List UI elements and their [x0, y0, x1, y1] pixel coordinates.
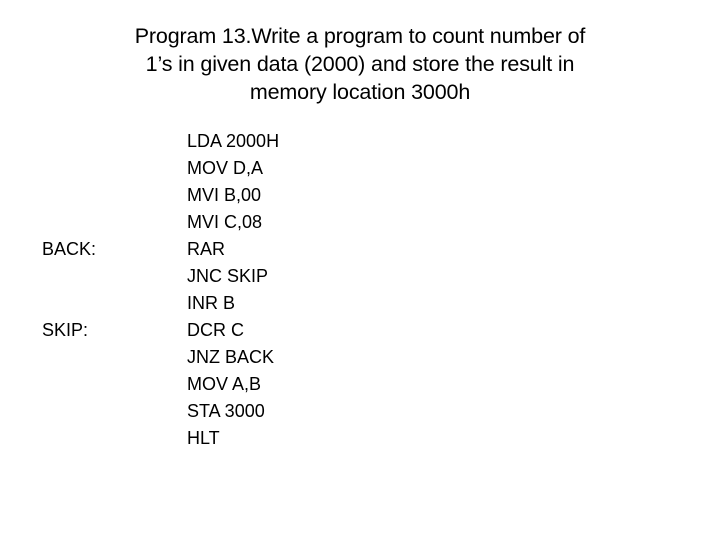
page-title-line-3: memory location 3000h: [249, 80, 471, 104]
code-instruction: JNZ BACK: [187, 347, 275, 367]
page-title-line-2: 1’s in given data (2000) and store the r…: [145, 52, 575, 76]
assembly-code-listing: LDA 2000H MOV D,A MVI B,00 MVI C,08 BACK…: [0, 128, 720, 452]
code-instruction: STA 3000: [187, 401, 265, 421]
code-row: SKIP: DCR C: [0, 317, 720, 344]
code-instruction: DCR C: [187, 320, 244, 340]
page-title: Program 13.Write a program to count numb…: [36, 22, 684, 106]
code-instruction: JNC SKIP: [187, 266, 269, 286]
code-row: INR B: [0, 290, 720, 317]
code-instruction: MOV A,B: [187, 374, 262, 394]
code-row: STA 3000: [0, 398, 720, 425]
page-title-line-1: Program 13.Write a program to count numb…: [134, 24, 586, 48]
code-row: MOV D,A: [0, 155, 720, 182]
code-instruction: MVI B,00: [187, 185, 262, 205]
code-label-back: BACK:: [42, 239, 97, 259]
code-row: LDA 2000H: [0, 128, 720, 155]
code-row: JNZ BACK: [0, 344, 720, 371]
code-instruction: MOV D,A: [187, 158, 264, 178]
code-row: MVI C,08: [0, 209, 720, 236]
code-row: HLT: [0, 425, 720, 452]
code-instruction: MVI C,08: [187, 212, 263, 232]
code-row: BACK: RAR: [0, 236, 720, 263]
code-label-skip: SKIP:: [42, 320, 89, 340]
code-instruction: LDA 2000H: [187, 131, 280, 151]
code-row: MOV A,B: [0, 371, 720, 398]
code-instruction: INR B: [187, 293, 236, 313]
code-instruction: HLT: [187, 428, 220, 448]
code-instruction: RAR: [187, 239, 226, 259]
code-row: JNC SKIP: [0, 263, 720, 290]
code-row: MVI B,00: [0, 182, 720, 209]
